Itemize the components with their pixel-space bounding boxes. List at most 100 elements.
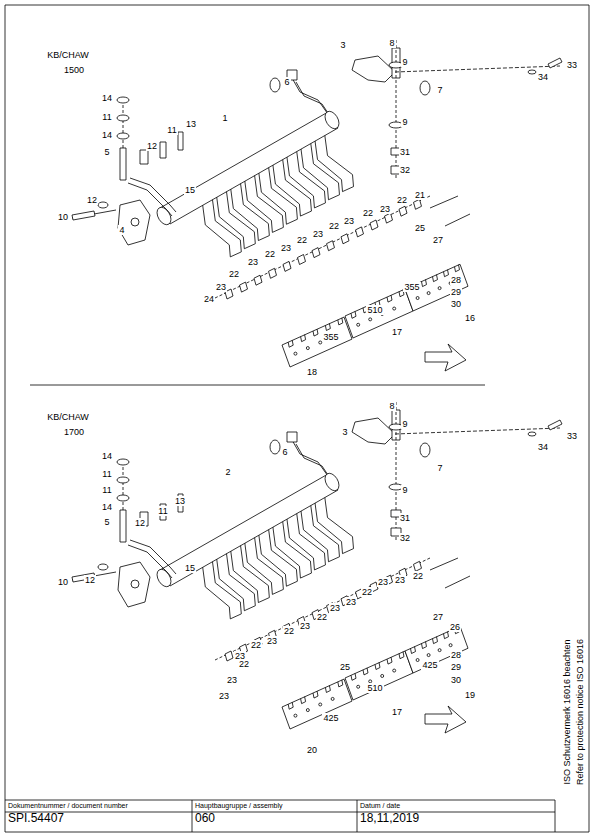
tine-rotor-assembly <box>72 40 562 371</box>
spacer <box>420 443 430 457</box>
spring-clip <box>327 241 335 251</box>
ring <box>270 440 280 454</box>
plate-notches <box>288 318 343 347</box>
callout-number: 23 <box>312 229 324 239</box>
plate-holes <box>416 282 452 300</box>
callout-number: 22 <box>328 221 340 231</box>
washer <box>528 70 536 74</box>
callout-number: 23 <box>299 621 311 631</box>
callout-number: 33 <box>566 431 578 441</box>
callout-number: 12 <box>134 518 146 528</box>
finger-plate <box>345 289 413 338</box>
callout-number: 18 <box>306 367 318 377</box>
callout-number: 9 <box>401 419 408 429</box>
callout-number: 7 <box>436 85 443 95</box>
callout-number: 22 <box>238 659 250 669</box>
bolt-axis <box>396 40 397 180</box>
chain-axis <box>215 196 430 298</box>
washer <box>528 432 536 436</box>
chain-axis <box>215 558 430 660</box>
protection-notice: ISO Schutzvermerk 16016 beachten <box>562 638 572 785</box>
spring-clip <box>298 255 306 265</box>
grease-fitting <box>287 432 297 442</box>
callout-number: 9 <box>401 485 408 495</box>
callout-number: 21 <box>414 190 426 200</box>
callout-number: 23 <box>218 691 230 701</box>
callout-number: 5 <box>103 147 110 157</box>
title-block-cell: Datum / date18,11,2019 <box>357 800 555 825</box>
shaft-end <box>325 111 339 128</box>
callout-number: 25 <box>414 223 426 233</box>
callout-number: 15 <box>184 563 196 573</box>
drawing-frame <box>5 5 589 832</box>
callout-number: 23 <box>226 675 238 685</box>
crank-arm <box>128 183 172 216</box>
finger-plate <box>345 651 413 700</box>
callout-number: 1700 <box>63 427 85 437</box>
crank-arm <box>130 178 176 212</box>
plate-notches <box>351 652 404 681</box>
callout-number: 23 <box>266 636 278 646</box>
spring-clip <box>225 651 233 661</box>
callout-number: 22 <box>396 195 408 205</box>
callout-number: 12 <box>86 195 98 205</box>
callout-number: 22 <box>264 249 276 259</box>
crank-arm <box>128 545 172 578</box>
callout-number: 12 <box>146 141 158 151</box>
callout-number: 15 <box>184 185 196 195</box>
plate-holes <box>416 644 452 662</box>
callout-number: 13 <box>185 119 197 129</box>
callout-number: 34 <box>537 72 549 82</box>
spring-clip <box>414 561 422 571</box>
callout-number: 14 <box>101 93 113 103</box>
bracket-hole <box>131 580 139 588</box>
field-caption: Dokumentnummer / document number <box>5 800 192 811</box>
callout-number: 24 <box>203 294 215 304</box>
callout-number: 8 <box>388 38 395 48</box>
callout-number: 17 <box>391 707 403 717</box>
spring-clip <box>385 213 393 223</box>
spring-clip <box>269 268 277 278</box>
callout-number: 23 <box>215 282 227 292</box>
spring-clip <box>240 282 248 292</box>
spring-clip <box>356 227 364 237</box>
callout-number: 29 <box>450 287 462 297</box>
callout-number: 355 <box>403 282 420 292</box>
callout-number: 22 <box>412 571 424 581</box>
tine-rotor-assembly <box>72 402 562 733</box>
callout-number: 22 <box>296 235 308 245</box>
callout-number: 11 <box>166 125 177 135</box>
washer <box>117 97 129 103</box>
direction-arrow <box>425 344 466 371</box>
callout-number: 23 <box>329 603 341 613</box>
washer <box>117 115 129 121</box>
callout-number: 23 <box>280 243 292 253</box>
field-value: 060 <box>192 811 357 825</box>
callout-number: 28 <box>450 275 462 285</box>
callout-number: 425 <box>322 713 339 723</box>
callout-number: 510 <box>366 305 383 315</box>
washer <box>117 133 129 139</box>
ring <box>270 78 280 92</box>
section-label: KB/CHAW <box>46 50 90 60</box>
spring-clip <box>414 199 422 209</box>
callout-number: 22 <box>283 626 295 636</box>
callout-number: 30 <box>450 299 462 309</box>
title-block-lines <box>5 800 555 832</box>
callout-number: 11 <box>101 469 112 479</box>
callout-number: 33 <box>566 60 578 70</box>
rod <box>430 196 470 226</box>
callout-number: 3 <box>339 40 346 50</box>
pin <box>120 148 126 180</box>
callout-number: 23 <box>343 216 355 226</box>
title-block-cell: Dokumentnummer / document numberSPI.5440… <box>5 800 192 825</box>
callout-number: 34 <box>537 442 549 452</box>
section-divider <box>30 385 485 386</box>
callout-number: 14 <box>101 130 113 140</box>
bolt <box>548 58 562 68</box>
callout-number: 510 <box>366 683 383 693</box>
section-label: KB/CHAW <box>46 412 90 422</box>
lever-arm <box>292 78 330 117</box>
callout-number: 5 <box>103 517 110 527</box>
callout-number: 29 <box>450 662 462 672</box>
